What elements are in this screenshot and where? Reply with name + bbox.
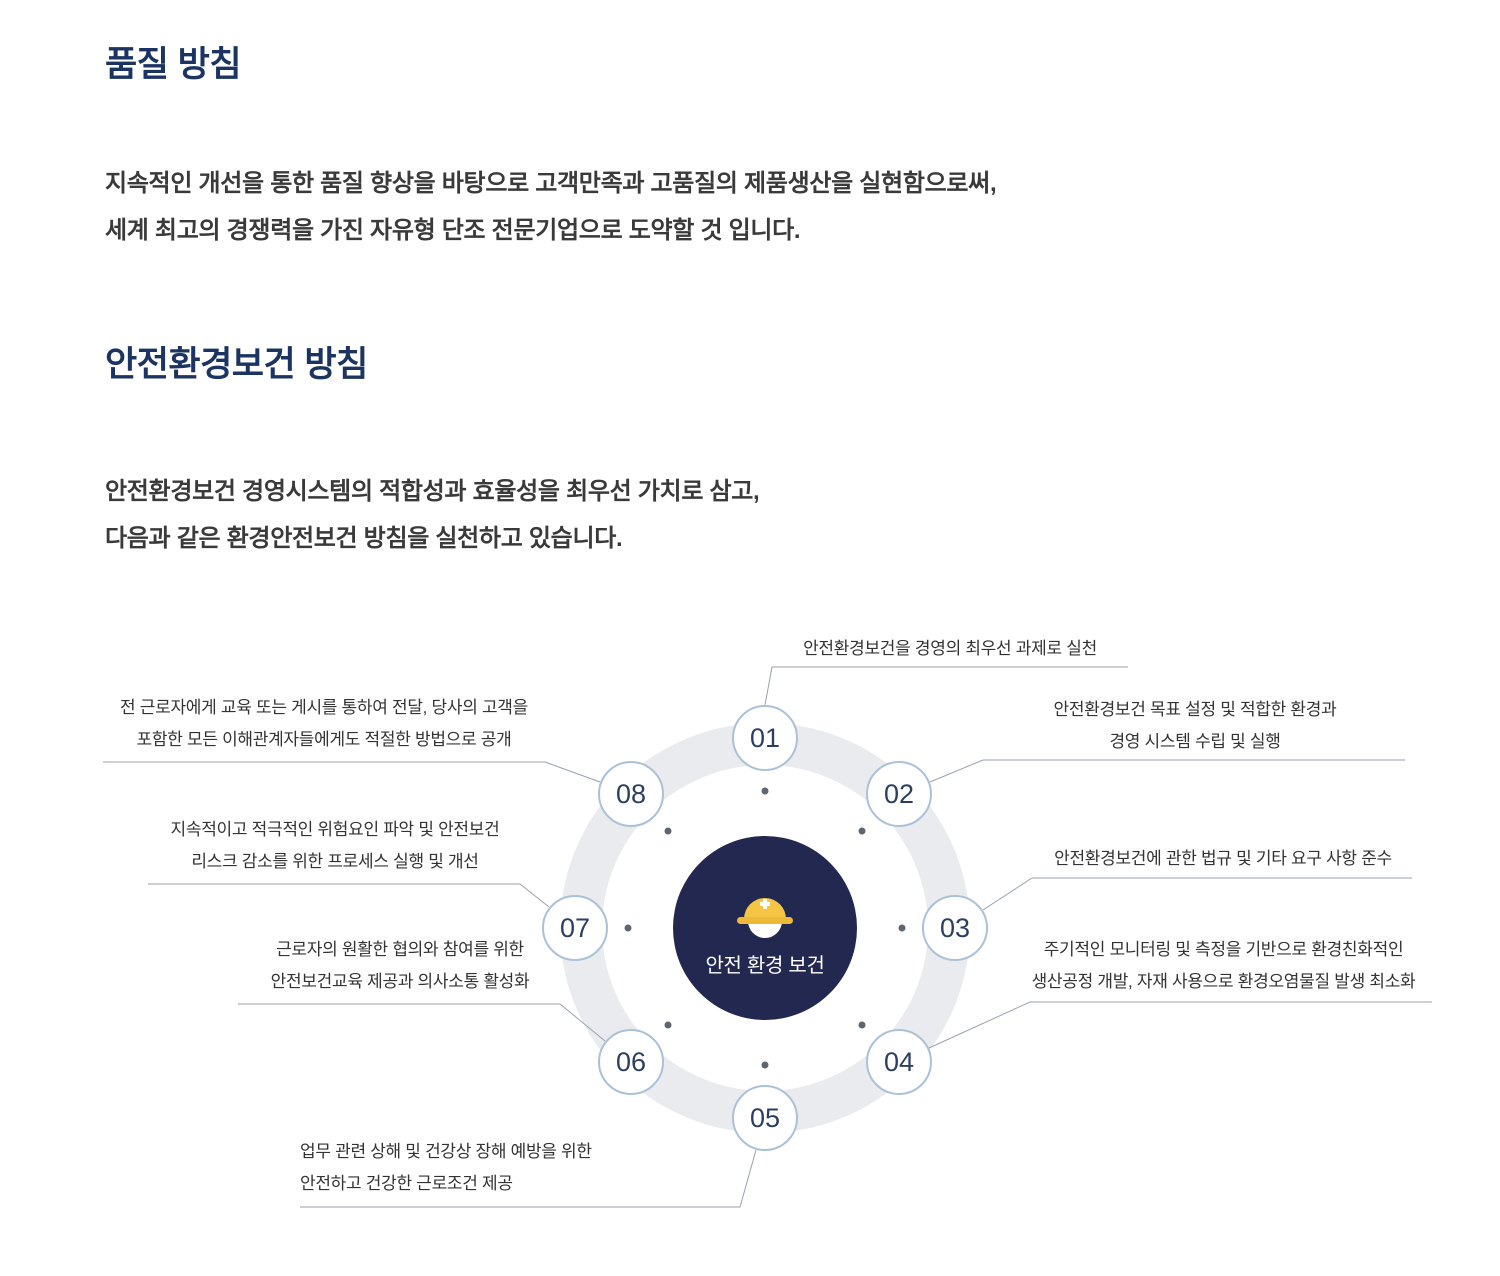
connector-01 <box>764 666 1128 706</box>
diagram-label-03: 안전환경보건에 관한 법규 및 기타 요구 사항 준수 <box>1032 843 1414 875</box>
safety-helmet-icon <box>737 897 793 938</box>
node-number-06: 06 <box>615 1046 647 1077</box>
node-number-07: 07 <box>559 912 591 943</box>
diagram-node-08: 08 <box>598 761 664 827</box>
quality-policy-title: 품질 방침 <box>105 45 242 84</box>
dot-02 <box>858 827 866 835</box>
node-number-08: 08 <box>615 778 647 809</box>
label-03-line1: 안전환경보건에 관한 법규 및 기타 요구 사항 준수 <box>1054 849 1392 868</box>
label-08-line2: 포함한 모든 이해관계자들에게도 적절한 방법으로 공개 <box>136 730 512 749</box>
diagram-label-07: 지속적이고 적극적인 위험요인 파악 및 안전보건 리스크 감소를 위한 프로세… <box>148 814 522 878</box>
diagram-center-label: 안전 환경 보건 <box>705 954 825 977</box>
diagram-label-08: 전 근로자에게 교육 또는 게시를 통하여 전달, 당사의 고객을 포함한 모든… <box>100 692 548 756</box>
helmet-cross-h <box>760 901 770 906</box>
label-05-line1: 업무 관련 상해 및 건강상 장해 예방을 위한 <box>300 1142 592 1161</box>
diagram-node-06: 06 <box>598 1029 664 1095</box>
connector-03 <box>982 877 1412 911</box>
label-05-line2: 안전하고 건강한 근로조건 제공 <box>300 1174 513 1193</box>
connector-02 <box>929 759 1405 783</box>
diagram-label-02: 안전환경보건 목표 설정 및 적합한 환경과 경영 시스템 수립 및 실행 <box>983 694 1407 758</box>
dot-01 <box>761 787 769 795</box>
dot-07 <box>624 924 632 932</box>
node-number-01: 01 <box>749 722 781 753</box>
dot-08 <box>664 827 672 835</box>
label-06-line2: 안전보건교육 제공과 의사소통 활성화 <box>270 972 530 991</box>
node-number-03: 03 <box>939 912 971 943</box>
dot-03 <box>898 924 906 932</box>
diagram-label-06: 근로자의 원활한 협의와 참여를 위한 안전보건교육 제공과 의사소통 활성화 <box>238 934 562 998</box>
dot-04 <box>858 1021 866 1029</box>
connector-07 <box>148 883 550 908</box>
connector-06 <box>238 1003 606 1042</box>
dot-05 <box>761 1061 769 1069</box>
label-04-line1: 주기적인 모니터링 및 측정을 기반으로 환경친화적인 <box>1043 940 1404 959</box>
diagram-label-05: 업무 관련 상해 및 건강상 장해 예방을 위한 안전하고 건강한 근로조건 제… <box>300 1136 740 1200</box>
diagram-node-01: 01 <box>732 705 798 771</box>
node-number-04: 04 <box>883 1046 915 1077</box>
connector-lines <box>103 666 1432 1208</box>
diagram-label-04: 주기적인 모니터링 및 측정을 기반으로 환경친화적인 생산공정 개발, 자재 … <box>1013 934 1434 998</box>
diagram-label-01: 안전환경보건을 경영의 최우선 과제로 실천 <box>772 633 1128 665</box>
safety-body-line2: 다음과 같은 환경안전보건 방침을 실천하고 있습니다. <box>105 525 623 552</box>
safety-policy-title: 안전환경보건 방침 <box>105 345 368 384</box>
label-08-line1: 전 근로자에게 교육 또는 게시를 통하여 전달, 당사의 고객을 <box>120 698 528 717</box>
node-number-05: 05 <box>749 1102 781 1133</box>
quality-body-line2: 세계 최고의 경쟁력을 가진 자유형 단조 전문기업으로 도약할 것 입니다. <box>105 217 801 244</box>
helmet-brim <box>737 916 793 924</box>
diagram-node-07: 07 <box>542 895 608 961</box>
diagram-center: 안전 환경 보건 <box>673 836 857 1020</box>
diagram-node-02: 02 <box>866 761 932 827</box>
inner-dots <box>624 787 906 1069</box>
label-02-line2: 경영 시스템 수립 및 실행 <box>1109 732 1281 751</box>
connector-08 <box>103 761 601 783</box>
connector-05 <box>300 1149 757 1208</box>
safety-body-line1: 안전환경보건 경영시스템의 적합성과 효율성을 최우선 가치로 삼고, <box>105 478 760 505</box>
label-07-line1: 지속적이고 적극적인 위험요인 파악 및 안전보건 <box>170 820 500 839</box>
label-06-line1: 근로자의 원활한 협의와 참여를 위한 <box>276 940 524 959</box>
quality-body-line1: 지속적인 개선을 통한 품질 향상을 바탕으로 고객만족과 고품질의 제품생산을… <box>105 170 997 197</box>
diagram-node-05: 05 <box>732 1085 798 1151</box>
safety-policy-body: 안전환경보건 경영시스템의 적합성과 효율성을 최우선 가치로 삼고, 다음과 … <box>105 468 760 562</box>
node-number-02: 02 <box>883 778 915 809</box>
quality-policy-body: 지속적인 개선을 통한 품질 향상을 바탕으로 고객만족과 고품질의 제품생산을… <box>105 160 997 254</box>
label-01-line1: 안전환경보건을 경영의 최우선 과제로 실천 <box>803 639 1097 658</box>
dot-06 <box>664 1021 672 1029</box>
connector-04 <box>928 1001 1432 1049</box>
diagram-node-03: 03 <box>922 895 988 961</box>
label-07-line2: 리스크 감소를 위한 프로세스 실행 및 개선 <box>191 852 479 871</box>
label-02-line1: 안전환경보건 목표 설정 및 적합한 환경과 <box>1053 700 1337 719</box>
diagram-node-04: 04 <box>866 1029 932 1095</box>
label-04-line2: 생산공정 개발, 자재 사용으로 환경오염물질 발생 최소화 <box>1031 972 1416 991</box>
